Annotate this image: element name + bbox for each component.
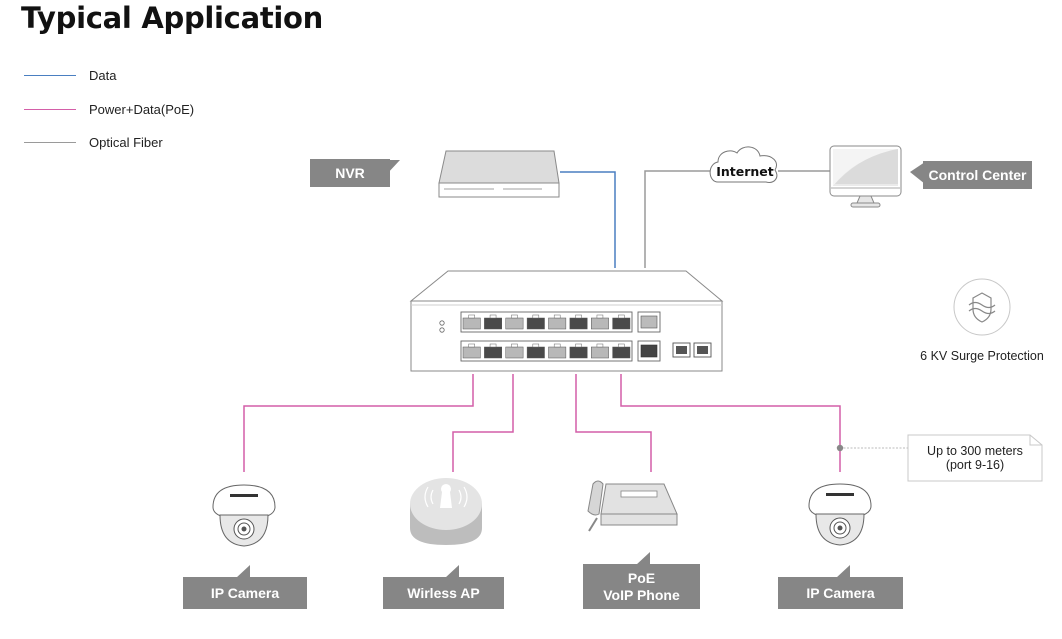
callout-line2: (port 9-16) [945,458,1005,472]
rj45-port-latch [532,314,540,319]
rj45-port-latch [618,343,625,348]
legend-swatch-poe [24,108,76,110]
monitor-icon [829,145,902,208]
internet-label: Internet [716,164,774,179]
rj45-port-latch [511,314,518,319]
control-center-tag: Control Center [923,161,1032,189]
data-line-nvr-switch [560,171,616,268]
poe-switch-icon [409,270,724,372]
voip-phone-tag-line1: PoE [627,569,656,586]
legend-label: Data [89,67,117,83]
page-title: Typical Application [21,1,324,35]
ip-camera-1-tag: IP Camera [183,577,307,609]
voip-phone-icon [587,480,678,532]
rj45-port [484,317,502,330]
voip-phone-tag: PoE VoIP Phone [583,564,700,609]
rj45-port [462,317,481,330]
rj45-port [612,346,631,359]
legend-item-data: Data [24,67,116,83]
rj45-port-latch [596,314,604,319]
dome-camera-icon [212,484,276,547]
wireless-ap-tag: Wirless AP [383,577,504,609]
cloud-icon [709,146,778,183]
distance-callout-box [907,434,1043,482]
nvr-tag: NVR [310,159,390,187]
rj45-port [612,317,631,330]
surge-protection-label: 6 KV Surge Protection [920,349,1044,363]
rj45-port [569,346,588,359]
poe-line-camera-2 [620,374,841,472]
rj45-port-latch [511,343,518,348]
legend-label: Power+Data(PoE) [89,101,195,117]
rj45-port-latch [575,343,582,348]
rj45-port [526,346,545,359]
rj45-port [548,346,567,359]
ip-camera-2-tag: IP Camera [778,577,903,609]
callout-dot [836,444,844,452]
rj45-port [591,317,609,330]
rj45-port-latch [468,343,475,348]
wireless-ap-icon [410,478,482,545]
rj45-port [505,346,524,359]
dome-camera-icon [808,483,872,546]
rj45-port [569,317,588,330]
callout-line1: Up to 300 meters [927,444,1023,458]
distance-callout-text: Up to 300 meters (port 9-16) [908,444,1042,472]
legend-item-fiber: Optical Fiber [24,134,163,150]
legend-swatch-fiber [24,141,76,143]
rj45-port [548,317,567,330]
rj45-port-latch [553,314,561,319]
rj45-port [484,346,502,359]
rj45-port-latch [489,343,497,348]
tag-pointers [236,160,925,578]
rj45-port [526,317,545,330]
rj45-port-latch [596,343,604,348]
fiber-line-internet-switch [644,170,712,268]
voip-phone-tag-line2: VoIP Phone [603,586,680,603]
legend-label: Optical Fiber [89,134,163,150]
poe-line-wireless-ap [452,374,514,472]
nvr-recorder-icon [438,150,560,198]
rj45-port-latch [468,314,475,319]
rj45-port-latch [489,314,497,319]
rj45-port-latch [553,343,561,348]
rj45-port-latch [618,314,625,319]
shield-waves-icon [953,278,1011,336]
rj45-port-latch [532,343,540,348]
legend-swatch-data [24,74,76,76]
rj45-port [505,317,524,330]
rj45-port-latch [575,314,582,319]
connections [243,170,908,472]
poe-line-voip-phone [575,374,652,472]
rj45-port [462,346,481,359]
legend-item-poe: Power+Data(PoE) [24,101,194,117]
poe-line-camera-1 [243,374,474,472]
rj45-port [591,346,609,359]
